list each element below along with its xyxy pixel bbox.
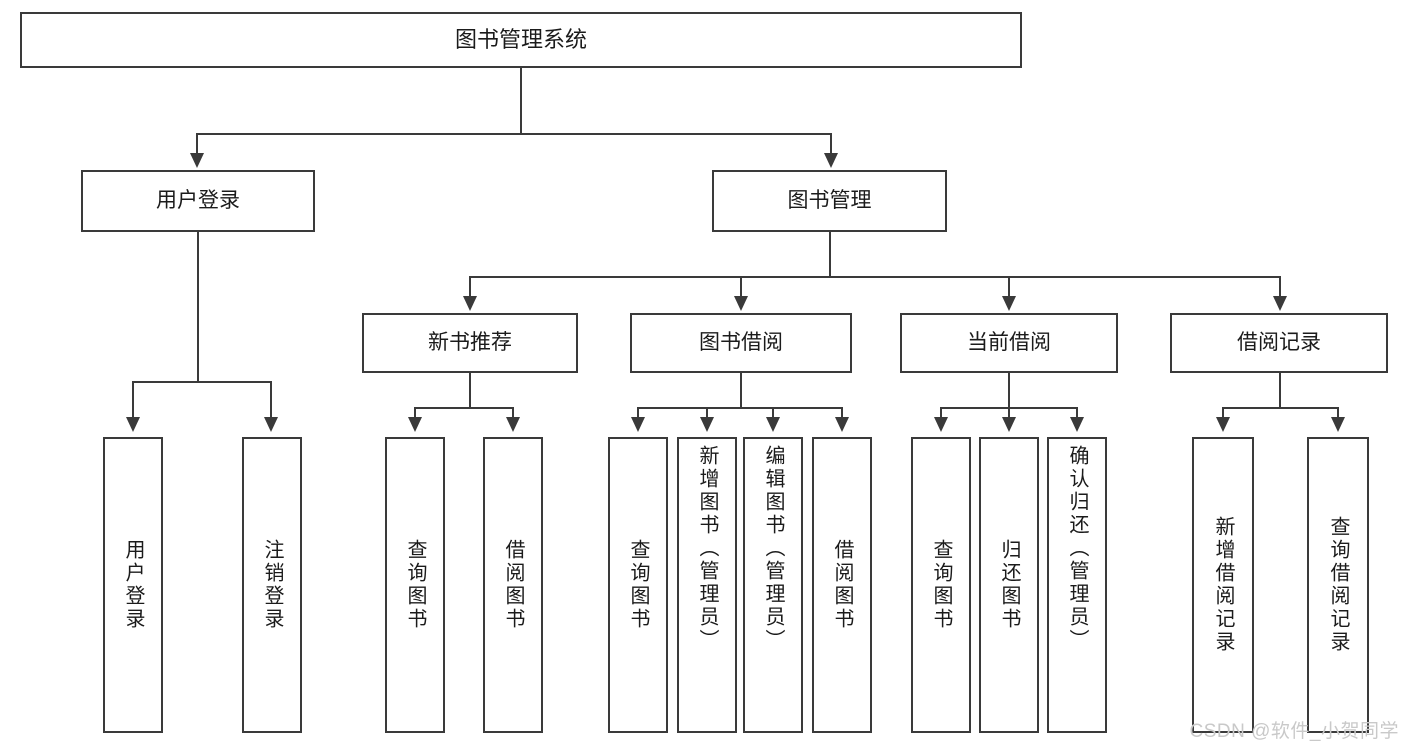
node-new-book-recommend[interactable]: 新书推荐 — [362, 313, 578, 373]
node-label: 查询图书 — [627, 539, 649, 631]
arrow-cb-to-leaf-0 — [934, 417, 948, 432]
arrow-bm-to-borrow-record — [1273, 296, 1287, 311]
connector-bm-to-borrow-record — [1279, 276, 1281, 298]
arrow-br-to-leaf-1 — [1331, 417, 1345, 432]
node-label: 图书管理 — [787, 188, 872, 212]
connector-root-to-book-management — [830, 133, 832, 155]
node-label: 图书借阅 — [699, 330, 783, 354]
node-label: 当前借阅 — [967, 330, 1051, 354]
node-label: 新增图书（管理员） — [696, 445, 718, 652]
connector-book-borrow-stem — [740, 373, 742, 408]
connector-new-book-stem — [469, 373, 471, 408]
connector-cb-to-leaf-2 — [1076, 407, 1078, 419]
connector-book-management-stem — [829, 232, 831, 277]
node-label: 图书管理系统 — [454, 27, 587, 53]
connector-root-stem — [520, 68, 522, 134]
node-label: 新增借阅记录 — [1212, 516, 1234, 654]
leaf-book-borrow-3[interactable]: 借阅图书 — [812, 437, 872, 733]
arrow-root-to-user-login — [190, 153, 204, 168]
connector-borrow-record-stem — [1279, 373, 1281, 408]
connector-br-to-leaf-0 — [1222, 407, 1224, 419]
connector-bb-to-leaf-0 — [637, 407, 639, 419]
arrow-bm-to-new-book — [463, 296, 477, 311]
connector-bm-to-current-borrow — [1008, 276, 1010, 298]
connector-borrow-record-bus — [1222, 407, 1339, 409]
connector-bb-to-leaf-2 — [772, 407, 774, 419]
connector-cb-to-leaf-1 — [1008, 407, 1010, 419]
node-borrow-record[interactable]: 借阅记录 — [1170, 313, 1388, 373]
connector-user-login-bus — [132, 381, 271, 383]
node-label: 确认归还（管理员） — [1066, 445, 1088, 652]
node-book-borrow[interactable]: 图书借阅 — [630, 313, 852, 373]
arrow-bb-to-leaf-3 — [835, 417, 849, 432]
connector-user-login-to-leaf-1 — [270, 381, 272, 419]
node-user-login[interactable]: 用户登录 — [81, 170, 315, 232]
node-current-borrow[interactable]: 当前借阅 — [900, 313, 1118, 373]
arrow-bm-to-current-borrow — [1002, 296, 1016, 311]
connector-br-to-leaf-1 — [1337, 407, 1339, 419]
arrow-cb-to-leaf-2 — [1070, 417, 1084, 432]
leaf-book-borrow-1[interactable]: 新增图书（管理员） — [677, 437, 737, 733]
arrow-cb-to-leaf-1 — [1002, 417, 1016, 432]
arrow-user-login-to-leaf-0 — [126, 417, 140, 432]
leaf-current-borrow-1[interactable]: 归还图书 — [979, 437, 1039, 733]
node-label: 查询图书 — [404, 539, 426, 631]
node-label: 查询图书 — [930, 539, 952, 631]
node-label: 查询借阅记录 — [1327, 516, 1349, 654]
leaf-book-borrow-2[interactable]: 编辑图书（管理员） — [743, 437, 803, 733]
arrow-user-login-to-leaf-1 — [264, 417, 278, 432]
connector-bb-to-leaf-3 — [841, 407, 843, 419]
node-label: 借阅图书 — [831, 539, 853, 631]
arrow-bm-to-book-borrow — [734, 296, 748, 311]
connector-book-borrow-bus — [637, 407, 843, 409]
node-label: 新书推荐 — [428, 330, 512, 354]
connector-cb-to-leaf-0 — [940, 407, 942, 419]
node-label: 用户登录 — [156, 188, 240, 212]
connector-user-login-stem — [197, 232, 199, 382]
leaf-user-login-1[interactable]: 注销登录 — [242, 437, 302, 733]
node-label: 注销登录 — [261, 539, 283, 631]
arrow-bb-to-leaf-0 — [631, 417, 645, 432]
connector-new-book-bus — [414, 407, 513, 409]
arrow-root-to-book-management — [824, 153, 838, 168]
connector-bm-to-new-book — [469, 276, 471, 298]
leaf-book-borrow-0[interactable]: 查询图书 — [608, 437, 668, 733]
connector-user-login-to-leaf-0 — [132, 381, 134, 419]
connector-bm-to-book-borrow — [740, 276, 742, 298]
arrow-bb-to-leaf-2 — [766, 417, 780, 432]
leaf-current-borrow-0[interactable]: 查询图书 — [911, 437, 971, 733]
leaf-user-login-0[interactable]: 用户登录 — [103, 437, 163, 733]
leaf-borrow-record-1[interactable]: 查询借阅记录 — [1307, 437, 1369, 733]
node-label: 归还图书 — [998, 539, 1020, 631]
arrow-new-book-to-leaf-0 — [408, 417, 422, 432]
leaf-new-book-1[interactable]: 借阅图书 — [483, 437, 543, 733]
connector-new-book-to-leaf-0 — [414, 407, 416, 419]
connector-root-to-user-login — [196, 133, 198, 155]
node-root-book-management-system[interactable]: 图书管理系统 — [20, 12, 1022, 68]
node-label: 借阅记录 — [1237, 330, 1321, 354]
connector-root-bus — [196, 133, 832, 135]
node-label: 编辑图书（管理员） — [762, 445, 784, 652]
connector-bb-to-leaf-1 — [706, 407, 708, 419]
leaf-new-book-0[interactable]: 查询图书 — [385, 437, 445, 733]
node-label: 用户登录 — [122, 539, 144, 631]
connector-new-book-to-leaf-1 — [512, 407, 514, 419]
leaf-borrow-record-0[interactable]: 新增借阅记录 — [1192, 437, 1254, 733]
connector-book-management-bus — [469, 276, 1281, 278]
leaf-current-borrow-2[interactable]: 确认归还（管理员） — [1047, 437, 1107, 733]
arrow-br-to-leaf-0 — [1216, 417, 1230, 432]
node-book-management[interactable]: 图书管理 — [712, 170, 947, 232]
connector-current-borrow-stem — [1008, 373, 1010, 408]
arrow-new-book-to-leaf-1 — [506, 417, 520, 432]
arrow-bb-to-leaf-1 — [700, 417, 714, 432]
node-label: 借阅图书 — [502, 539, 524, 631]
